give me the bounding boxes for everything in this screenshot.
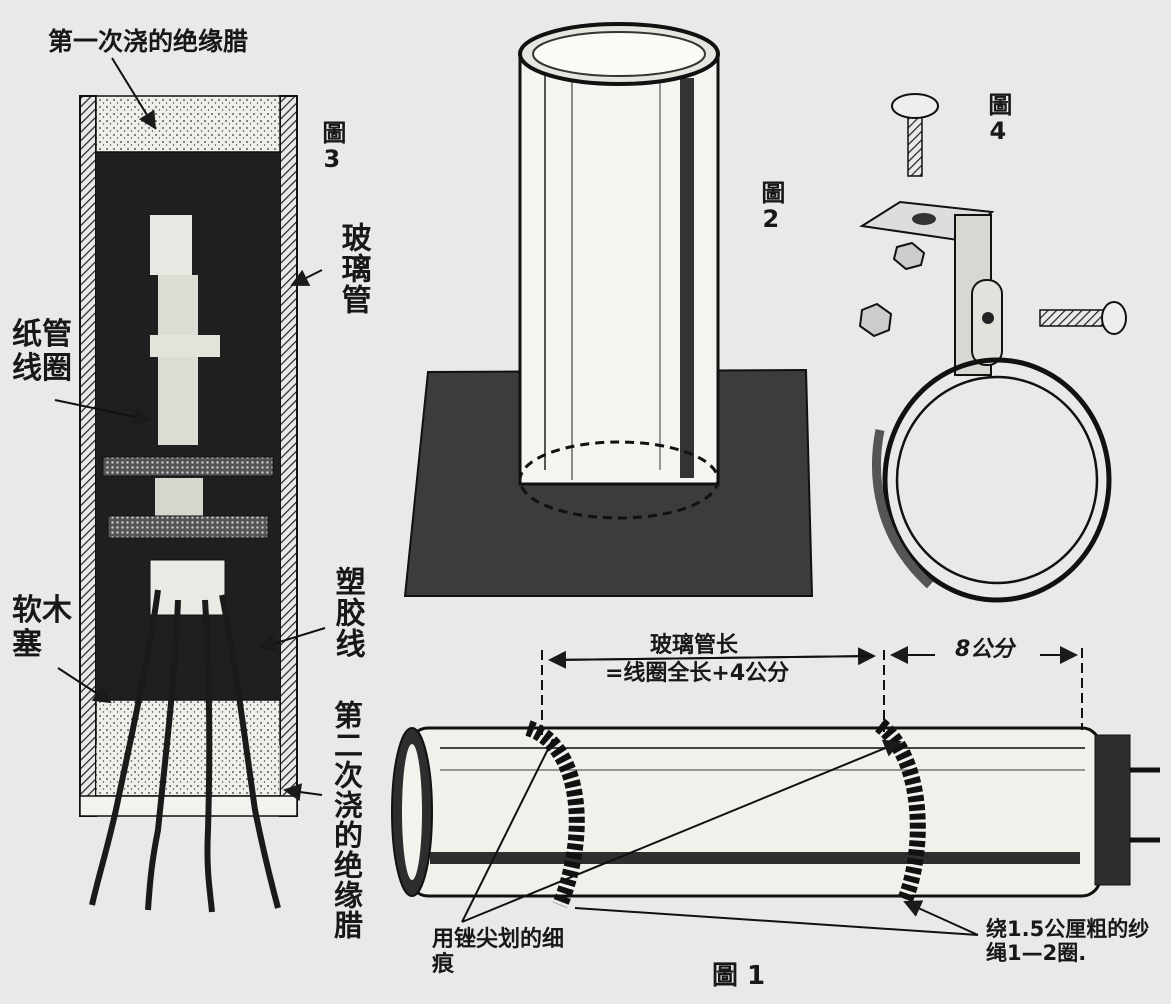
spacer-disc-2 [107, 515, 269, 539]
lead-wire-2 [145, 599, 181, 911]
label-coil-length-plus: =线圈全长+4公分 [605, 661, 790, 686]
glass-tube-wall-left [79, 95, 97, 817]
leader-first-wax [111, 57, 157, 130]
label-8cm: 8公分 [955, 637, 1015, 662]
leader-paper-coil [54, 399, 152, 426]
leader-cork [57, 667, 112, 704]
label-first-wax-pour: 第一次浇的绝缘腊 [48, 27, 249, 56]
leader-glass-tube [290, 269, 323, 286]
coil-upper [150, 215, 192, 275]
label-scratch-mark: 用锉尖划的细痕 [432, 927, 565, 977]
lead-wire-4 [219, 594, 281, 909]
tube-bottom-band [79, 795, 298, 817]
label-second-wax-pour: 第二次浇的绝缘腊 [329, 700, 364, 940]
fig1-tube-with-markers [391, 646, 1160, 936]
terminal-block [149, 559, 226, 616]
fig1-caption: 圖 1 [712, 961, 766, 991]
spacer-disc-1 [102, 456, 274, 477]
glass-tube-wall-right [279, 95, 298, 817]
first-wax-pour [95, 95, 281, 153]
leader-second-wax [283, 783, 323, 802]
hex-nut-2 [858, 302, 893, 338]
clamp-ring [882, 357, 1112, 603]
fig2-caption: 圖2 [756, 180, 785, 234]
coil-lower [155, 478, 203, 518]
label-cork-plug: 软木塞 [12, 593, 72, 662]
screw-horizontal [1039, 309, 1111, 327]
label-glass-tube-length: 玻璃管长 [650, 633, 739, 658]
label-paper-tube-coil: 纸管线圈 [12, 317, 72, 386]
leader-plastic-wire [258, 627, 326, 652]
tube-end-cap [1094, 734, 1131, 886]
fig4-caption: 圖4 [983, 92, 1012, 146]
fig4-mounting-clamp [858, 93, 1127, 603]
tube-body-horizontal [408, 726, 1102, 898]
leader-scratch [461, 739, 900, 923]
coil-band [150, 335, 220, 357]
leader-cord [574, 902, 979, 936]
screw-head [891, 93, 939, 119]
label-glass-tube: 玻璃管 [335, 222, 371, 315]
lead-wire-3 [202, 599, 215, 913]
label-plastic-wire: 塑胶线 [329, 566, 365, 659]
fig2-tube-on-plate [403, 22, 814, 597]
hex-nut-1 [892, 241, 926, 271]
tube-bottom-rim [518, 440, 720, 520]
fig3-caption: 圖3 [317, 120, 346, 174]
lead-wire-1 [89, 589, 161, 906]
coil-body [158, 275, 198, 445]
cord-wrap-left [524, 720, 585, 908]
fig3-cross-section [54, 57, 326, 913]
label-cord-wrap: 绕1.5公厘粗的纱绳1—2圈. [986, 917, 1150, 965]
